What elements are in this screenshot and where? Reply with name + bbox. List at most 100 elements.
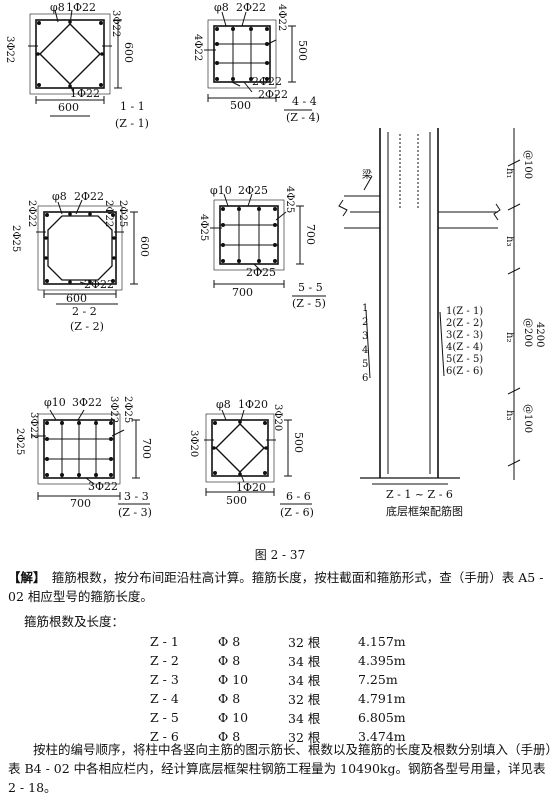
solution-label: 【解】 [8,570,40,585]
label-1-1-width: 600 [58,101,79,114]
label-2-2-bottom-bar: 2Φ22 [84,278,115,291]
label-6-6-bottom-bar: 1Φ20 [236,481,267,494]
solution-text: 箍筋根数，按分布间距沿柱高计算。箍筋长度，按柱截面和箍筋形式，查（手册）表 A5… [8,570,544,604]
label-5-5-left-bars: 4Φ25 [198,214,209,242]
label-4-4-bottom-bar-2: 2Φ22 [258,88,289,101]
label-1-1-left-bars: 3Φ22 [4,36,15,64]
elevation-title: 底层框架配筋图 [386,505,463,518]
elevation-h2: h₂ [504,332,515,343]
section-4-4 [204,11,312,111]
label-4-4-height: 500 [296,40,309,61]
column-5: 5(Z - 5) [446,354,484,365]
label-4-4-code: (Z - 4) [286,111,320,124]
label-4-4-width: 500 [230,99,251,112]
label-2-2-left-bars-2: 2Φ22 [26,200,37,228]
elevation-spacing-top: @100 [522,150,533,180]
label-6-6-top-bar: 1Φ20 [238,398,269,411]
label-6-6-left-bars: 3Φ20 [188,430,199,458]
label-5-5-name: 5 - 5 [298,281,323,294]
label-6-6-right-bars: 3Φ20 [272,404,283,432]
figure-2-37 [28,9,521,505]
solution-paragraph: 【解】 箍筋根数，按分布间距沿柱高计算。箍筋长度，按柱截面和箍筋形式，查（手册）… [8,568,552,606]
label-5-5-bottom-bar: 2Φ25 [246,266,277,279]
label-3-3-width: 700 [70,497,91,510]
elevation-spacing-bottom: @100 [522,404,533,434]
label-3-3-left-bars: 2Φ25 [14,428,25,456]
label-5-5-top-bar: 2Φ25 [238,184,269,197]
label-5-5-width: 700 [232,286,253,299]
number-6: 6 [362,373,369,384]
label-4-4-stirrup: φ8 [214,1,229,14]
label-6-6-code: (Z - 6) [280,506,314,519]
elevation-right-list: 1(Z - 1) 2(Z - 2) 3(Z - 3) 4(Z - 4) 5(Z … [446,306,483,378]
label-3-3-name: 3 - 3 [124,490,149,503]
label-3-3-right-bars-2: 2Φ25 [122,396,133,424]
label-1-1-bottom-bar: 1Φ22 [70,87,101,100]
column-6: 6(Z - 6) [446,366,484,377]
closing-paragraph: 按柱的编号顺序，将柱中各竖向主筋的图示筋长、根数以及箍筋的长度及根数分别填入（手… [8,742,552,795]
column-1: 1(Z - 1) [446,306,484,317]
label-5-5-code: (Z - 5) [292,297,326,310]
label-4-4-name: 4 - 4 [292,95,317,108]
label-2-2-right-bars: 2Φ25 [117,200,128,228]
label-6-6-stirrup: φ8 [216,398,231,411]
rebar-dots [36,20,277,477]
section-5-5 [210,193,326,297]
label-6-6-height: 500 [292,432,305,453]
label-2-2-name: 2 - 2 [72,305,97,318]
number-1: 1 [362,303,369,314]
label-2-2-left-bars: 2Φ25 [10,225,21,253]
label-2-2-stirrup: φ8 [52,190,67,203]
elevation-total-height: 4200 [534,322,545,348]
elevation-h3-bottom: h₃ [504,410,515,421]
label-1-1-right-bars: 3Φ22 [110,10,121,38]
label-3-3-left-bars-2: 3Φ22 [28,412,39,440]
elevation-title-range: Z - 1 ~ Z - 6 [386,488,453,501]
label-1-1-height: 600 [122,42,135,63]
label-2-2-code: (Z - 2) [70,320,104,333]
label-1-1-name: 1 - 1 [120,100,145,113]
elevation-beam-label: 梁 [362,170,372,181]
number-4: 4 [362,345,369,356]
label-2-2-height: 600 [138,236,151,257]
label-2-2-right-bars-2: 2Φ22 [103,200,114,228]
elevation-h3: h₃ [504,236,515,247]
section-3-3 [32,409,150,505]
label-1-1-stirrup: φ8 [50,1,65,14]
label-3-3-height: 700 [140,438,153,459]
elevation-drawing [338,128,521,485]
number-3: 3 [362,331,369,342]
label-3-3-top-bar: 3Φ22 [72,396,103,409]
label-6-6-width: 500 [226,494,247,507]
label-4-4-bottom-bar: 2Φ22 [252,75,283,88]
label-3-3-bottom-bar: 3Φ22 [88,480,119,493]
number-5: 5 [362,359,369,370]
elevation-spacing-mid: @200 [522,318,533,348]
label-2-2-width: 600 [66,292,87,305]
label-5-5-right-bars: 4Φ25 [284,186,295,214]
label-3-3-stirrup: φ10 [44,396,66,409]
column-3: 3(Z - 3) [446,330,484,341]
number-2: 2 [362,317,369,328]
label-5-5-height: 700 [304,224,317,245]
elevation-left-numbers: 1 2 3 4 5 6 [362,302,368,386]
section-2-2 [36,199,138,305]
column-4: 4(Z - 4) [446,342,484,353]
label-1-1-code: (Z - 1) [115,117,149,130]
label-3-3-right-bars: 3Φ22 [108,396,119,424]
label-6-6-name: 6 - 6 [286,490,311,503]
label-4-4-left-bars: 4Φ22 [192,34,203,62]
label-1-1-top-bar: 1Φ22 [66,1,97,14]
figure-caption: 图 2 - 37 [254,548,306,562]
label-2-2-top-bar: 2Φ22 [74,190,105,203]
label-5-5-stirrup: φ10 [210,184,232,197]
label-4-4-top-bar: 2Φ22 [236,1,267,14]
label-4-4-right-bars: 4Φ22 [276,4,287,32]
label-3-3-code: (Z - 3) [118,506,152,519]
column-2: 2(Z - 2) [446,318,484,329]
elevation-h1: h₁ [504,168,515,179]
